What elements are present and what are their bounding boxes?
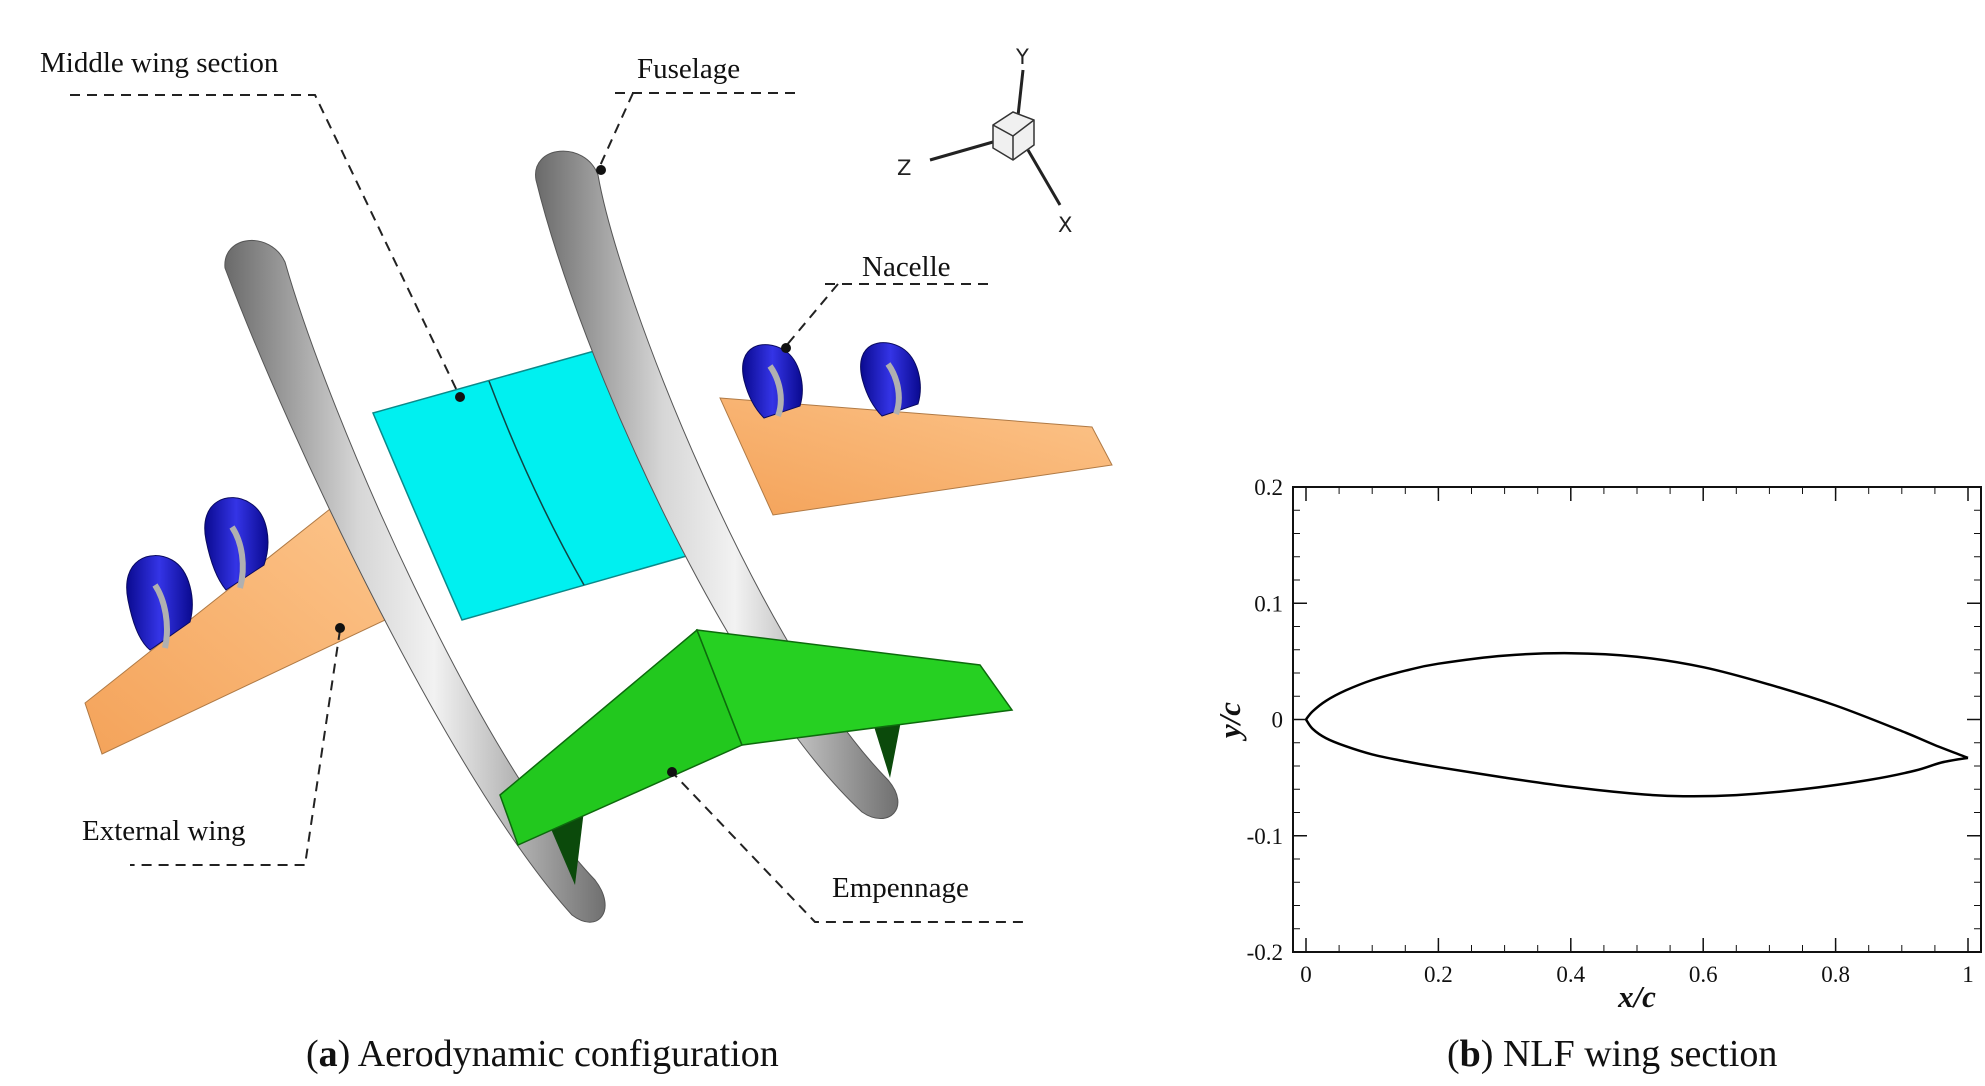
y-tick-label: 0.2 [1254,475,1283,500]
x-tick-label: 0.4 [1556,962,1585,987]
external-wing-right [719,397,1113,516]
leader-lines [70,92,1025,923]
empennage-label: Empennage [832,872,969,904]
caption-a-letter: a [318,1033,338,1075]
caption-a: (a) Aerodynamic configuration [306,1033,779,1075]
y-tick-label: -0.1 [1247,824,1283,849]
nlf-wing-section-chart: 0 0.2 0.4 0.6 0.8 1 -0.2 -0.1 0 0.1 0.2 x/c y/c [1212,475,1982,1014]
x-tick-label: 1 [1962,962,1974,987]
series-layer [1304,651,1969,798]
caption-b-letter: b [1459,1033,1481,1075]
x-tick-label: 0.2 [1424,962,1453,987]
x-tick-label: 0.8 [1821,962,1850,987]
airfoil-lower-surface [1304,718,1969,798]
middle-wing-section-label: Middle wing section [40,47,279,79]
y-axis-label: y/c [1212,702,1247,742]
nacelles-left [126,497,269,651]
caption-b-text: NLF wing section [1502,1033,1778,1075]
fuselage-left [224,239,606,923]
y-tick-label: 0 [1272,708,1284,733]
caption-a-text: Aerodynamic configuration [357,1033,779,1075]
axis-triad: Y Z X [897,45,1072,237]
triad-y-label: Y [1015,45,1029,69]
x-axis-label: x/c [1617,979,1656,1014]
nacelles-right [742,342,921,419]
plot-frame [1292,486,1982,953]
fuselage-label: Fuselage [637,53,740,85]
x-tick-label: 0 [1300,962,1312,987]
leader-dots [335,165,791,777]
fuselage-right [535,150,899,819]
y-tick-labels: -0.2 -0.1 0 0.1 0.2 [1247,475,1283,965]
triad-x-label: X [1058,213,1072,237]
aerodynamic-configuration-panel: Middle wing section Fuselage Nacelle Ext… [40,45,1113,923]
airfoil-upper-surface [1305,651,1969,760]
external-wing-label: External wing [82,815,245,847]
y-tick-label: 0.1 [1254,591,1283,616]
nacelle-label: Nacelle [862,251,951,283]
empennage [499,628,1014,885]
x-tick-labels: 0 0.2 0.4 0.6 0.8 1 [1300,962,1974,987]
x-tick-label: 0.6 [1689,962,1718,987]
axis-ticks [1293,486,1981,953]
triad-z-label: Z [897,156,911,180]
y-tick-label: -0.2 [1247,940,1283,965]
caption-b: (b) NLF wing section [1447,1033,1778,1075]
